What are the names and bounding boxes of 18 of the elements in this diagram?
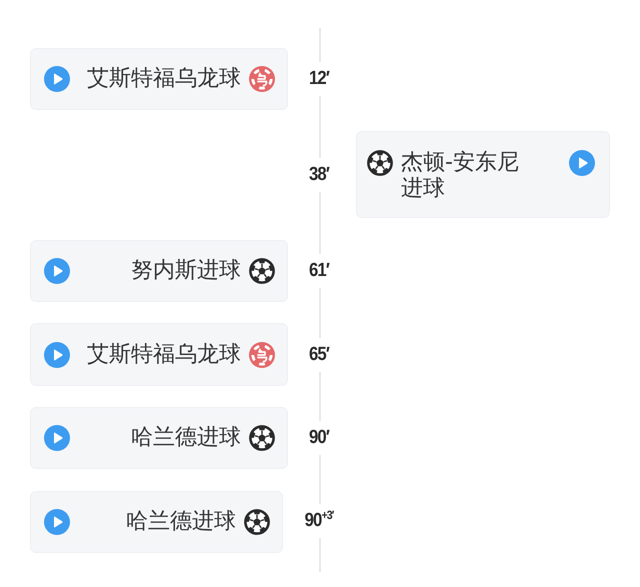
event-card <box>30 323 288 386</box>
minute-label: 90′ <box>308 426 330 450</box>
event-text: 哈兰德进球 <box>125 509 236 535</box>
event-card <box>30 491 283 553</box>
event-card <box>356 131 610 218</box>
event-card <box>30 407 288 469</box>
minute-label: 65′ <box>308 343 330 367</box>
event-card <box>30 240 288 302</box>
minute-label: 90$^{+3′}$ <box>304 509 335 533</box>
event-text: 努内斯进球 <box>130 258 241 284</box>
minute-label: 12′ <box>308 67 330 91</box>
event-text: 哈兰德进球 <box>130 425 241 451</box>
minute-label: 61′ <box>308 259 330 283</box>
event-card <box>30 48 288 110</box>
minute-label: 38′ <box>308 163 330 187</box>
event-text: 艾斯特福乌龙球 <box>86 342 241 368</box>
event-text: 艾斯特福乌龙球 <box>86 66 241 92</box>
event-text: 杰顿-安东尼进球 <box>401 150 520 202</box>
